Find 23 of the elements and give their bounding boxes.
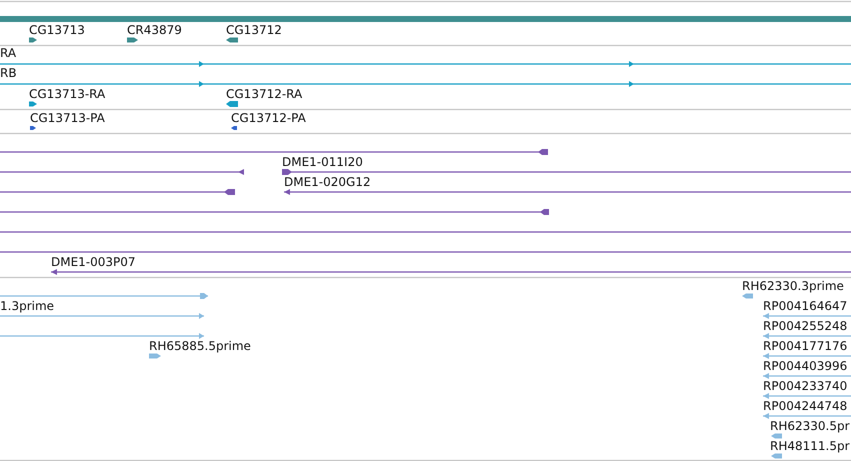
feature-label: DME1-003P07	[51, 255, 136, 269]
feature-label: CG13712	[226, 23, 282, 37]
feature-label: CG13713-RA	[29, 87, 106, 101]
feature-label: RH62330.3prime	[742, 279, 844, 293]
feature-label: 1.3prime	[0, 299, 54, 313]
feature-label: DME1-020G12	[284, 175, 371, 189]
feature-label: RP004164647	[763, 299, 848, 313]
feature-label: CG13712-PA	[231, 111, 306, 125]
feature-label: DME1-011I20	[282, 155, 363, 169]
feature-label: CG13713-PA	[30, 111, 105, 125]
feature-label: RH65885.5prime	[149, 339, 251, 353]
feature-label: RH48111.5pr	[770, 439, 850, 453]
feature-label: RP004403996	[763, 359, 848, 373]
feature-label: CG13712-RA	[226, 87, 302, 101]
feature-label: RP004233740	[763, 379, 848, 393]
feature-label: CG13713	[29, 23, 85, 37]
feature-label: RP004177176	[763, 339, 848, 353]
feature-label: RP004255248	[763, 319, 848, 333]
feature-label: RA	[0, 46, 16, 60]
feature-label: CR43879	[127, 23, 182, 37]
feature-label: RP004244748	[763, 399, 848, 413]
feature-label: RH62330.5pr	[770, 419, 850, 433]
feature-label: RB	[0, 66, 17, 80]
